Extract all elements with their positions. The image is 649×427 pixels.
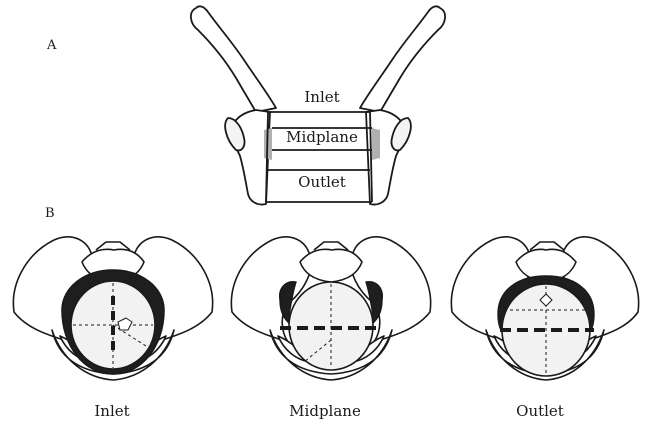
panel-b-outlet-label: Outlet [516, 402, 564, 420]
panel-a-inlet-label: Inlet [304, 88, 339, 106]
right-shade [372, 128, 380, 160]
sacrum [300, 249, 362, 282]
panel-a-midplane-label: Midplane [286, 128, 358, 146]
panel-b-pelvis-inlet [13, 237, 212, 380]
sacrum-top [530, 242, 564, 250]
left-iliac-wing [191, 6, 276, 112]
panel-a-outlet-label: Outlet [298, 173, 346, 191]
panel-a-letter: A [47, 38, 56, 53]
panel-b-pelvis-outlet [451, 237, 638, 380]
panel-b-inlet-label: Inlet [94, 402, 129, 420]
panel-b-midplane-label: Midplane [289, 402, 361, 420]
panel-b-letter: B [45, 206, 55, 221]
right-iliac-wing [360, 6, 445, 112]
panel-b-pelvis-midplane [231, 237, 430, 380]
